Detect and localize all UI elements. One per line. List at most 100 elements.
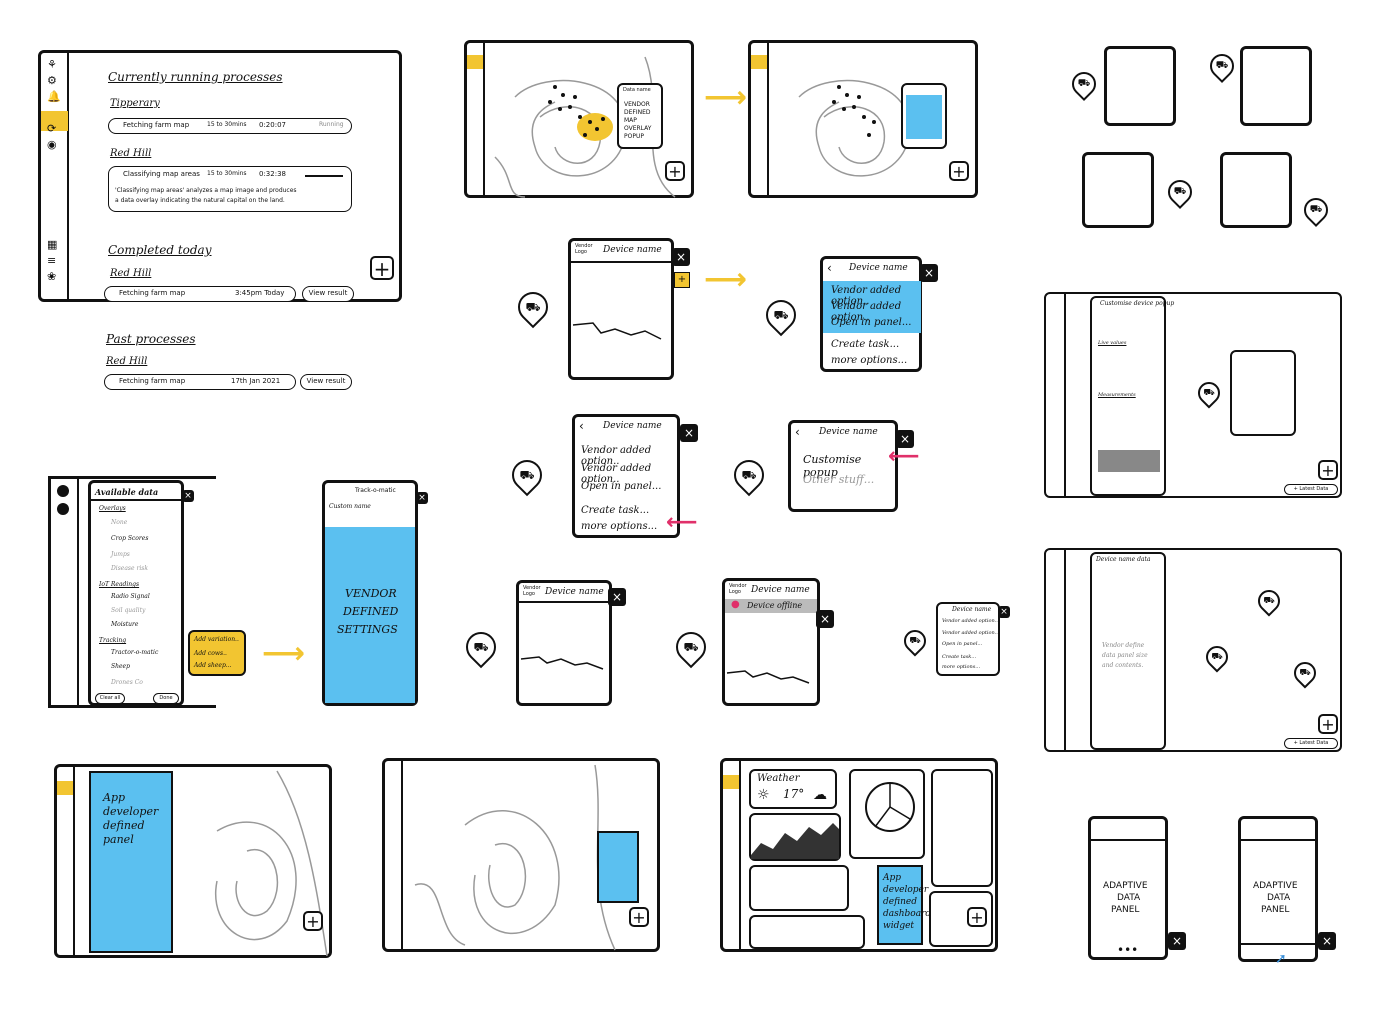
avail-item-3[interactable]: Jumps [111,551,130,558]
view-result-1[interactable]: View result [302,286,354,302]
map1-plus[interactable]: + [665,161,685,181]
avail-track-3[interactable]: Drones Co [111,679,143,686]
device-pin-7[interactable]: ⛟ [899,625,931,657]
device-data-pin-1[interactable]: ⛟ [1253,585,1285,617]
adaptive1-close[interactable]: × [1168,932,1186,950]
list-widget[interactable] [931,769,993,887]
process-row-4[interactable]: Fetching farm map 17th Jan 2021 [104,374,296,390]
popup3-back-icon[interactable]: ‹ [579,419,584,433]
sidebar-active-item[interactable] [41,111,68,131]
view-result-2[interactable]: View result [300,374,352,390]
device-data-pin-2[interactable]: ⛟ [1201,641,1233,673]
popup2-menu-1[interactable]: Vendor added option.. [831,285,902,307]
popup3-close[interactable]: × [680,424,698,442]
popup4-customise[interactable]: Customise popup [803,453,862,479]
available-data-panel[interactable]: Available data Overlays None Crop Scores… [88,480,184,706]
device-data-plus[interactable]: + [1318,714,1338,734]
popup2-menu-5[interactable]: more options... [831,355,908,366]
popup3-menu-4[interactable]: Create task... [581,505,650,516]
device-pin-4[interactable]: ⛟ [727,453,771,497]
popup4-back-icon[interactable]: ‹ [795,425,800,439]
map1-popup[interactable]: Data name VENDOR DEFINED MAP OVERLAY POP… [617,83,663,149]
map2-plus[interactable]: + [949,161,969,181]
app-developer-panel[interactable] [89,771,173,953]
popup7-menu-1[interactable]: Vendor added option.. [942,618,998,624]
yellow-menu-1[interactable]: Add variation.. [194,636,239,643]
process-row-1[interactable]: Fetching farm map 15 to 30mins 0:20:07 R… [108,118,352,134]
device-popup-2[interactable]: ‹ Device name Vendor added option.. Vend… [820,256,922,372]
popup7-menu-4[interactable]: Create task... [942,654,977,660]
popup7-close[interactable]: × [998,606,1010,618]
customise-latest[interactable]: + Latest Data [1284,484,1338,495]
avail-iot-2[interactable]: Soil quality [111,607,146,614]
device-popup-3[interactable]: ‹ Device name Vendor added option.. Vend… [572,414,680,538]
app-panel-plus[interactable]: + [303,911,323,931]
chart-widget[interactable] [749,813,841,861]
device-popup-4[interactable]: ‹ Device name Customise popup Other stuf… [788,420,898,512]
device-data-latest[interactable]: + Latest Data [1284,738,1338,749]
map3-popup[interactable] [597,831,639,903]
popup3-menu-3[interactable]: Open in panel... [581,481,662,492]
bar-widget[interactable] [749,865,849,911]
avail-done-button[interactable]: Done [153,693,179,704]
yellow-menu-2[interactable]: Add cows.. [194,650,227,657]
device-data-panel[interactable]: Device name data Vendor define data pane… [1090,552,1166,750]
map1-active-icon[interactable] [467,55,483,69]
device-popup-5[interactable]: Vendor Logo Device name [516,580,612,706]
popup7-menu-3[interactable]: Open in panel... [942,641,983,647]
device-popup-7[interactable]: Device name Vendor added option.. Vendor… [936,602,1000,676]
avail-iot-1[interactable]: Radio Signal [111,593,150,600]
adaptive2-close[interactable]: × [1318,932,1336,950]
avail-track-2[interactable]: Sheep [111,663,130,670]
popup7-menu-2[interactable]: Vendor added option.. [942,630,998,636]
dash-active[interactable] [723,775,739,789]
avail-item-2[interactable]: Crop Scores [111,535,149,542]
popup1-add-tag[interactable]: + [674,272,690,288]
popup2-menu-4[interactable]: Create task... [831,339,900,350]
popup3-menu-1[interactable]: Vendor added option.. [581,445,652,467]
avail-item-4[interactable]: Disease risk [111,565,148,572]
device-pin-6[interactable]: ⛟ [669,625,713,669]
app-panel-active[interactable] [57,781,73,795]
popup2-back-icon[interactable]: ‹ [827,261,832,275]
customise-panel[interactable]: Customise device popup Live values Measu… [1090,296,1174,496]
customise-plus[interactable]: + [1318,460,1338,480]
device-pin-1[interactable]: ⛟ [511,285,555,329]
popup5-close[interactable]: × [608,588,626,606]
dash-plus[interactable]: + [967,907,987,927]
popup3-menu-5[interactable]: more options... [581,521,658,532]
adaptive-panel-2[interactable]: ADAPTIVE DATA PANEL ➚ [1238,816,1318,967]
map3-plus[interactable]: + [629,907,649,927]
device-pin-5[interactable]: ⛟ [459,625,503,669]
popup7-menu-5[interactable]: more options... [942,664,981,670]
device-pin-2[interactable]: ⛟ [759,293,803,337]
popup4-close[interactable]: × [896,430,914,448]
avail-clear-button[interactable]: Clear all [95,693,125,704]
process-row-3[interactable]: Fetching farm map 3:45pm Today [104,286,296,302]
avail-item-1[interactable]: None [111,519,128,526]
avail-iot-3[interactable]: Moisture [111,621,139,628]
device-popup-6[interactable]: Vendor Logo Device name ● Device offline [722,578,820,706]
adaptive-panel-1[interactable]: ADAPTIVE DATA PANEL ••• [1088,816,1168,960]
popup4-other[interactable]: Other stuff... [803,473,875,486]
close-button[interactable]: × [672,248,690,266]
process-row-2[interactable]: Classifying map areas 15 to 30mins 0:32:… [108,166,352,212]
adaptive1-dots[interactable]: ••• [1117,943,1139,957]
popup3-menu-2[interactable]: Vendor added option.. [581,463,652,485]
vendor-settings-panel[interactable]: Track-o-matic Custom name VENDOR DEFINED… [322,480,418,706]
map2-active-icon[interactable] [751,55,767,69]
device-popup-1[interactable]: Vendor Logo Device name [568,238,674,380]
popup2-close[interactable]: × [920,264,938,282]
popup2-menu-3[interactable]: Open in panel... [831,317,912,328]
add-process-button[interactable]: + [370,256,394,280]
avail-track-1[interactable]: Tractor-o-matic [111,649,159,656]
settings-close[interactable]: × [416,492,428,504]
pie-widget[interactable] [849,769,925,859]
table-widget[interactable] [749,915,865,949]
yellow-menu-3[interactable]: Add sheep... [194,662,232,669]
popup2-menu-2[interactable]: Vendor added option.. [831,301,902,323]
avail-close[interactable]: × [182,490,194,502]
device-data-pin-3[interactable]: ⛟ [1289,657,1321,689]
avail-yellow-menu[interactable]: Add variation.. Add cows.. Add sheep... [188,630,246,676]
map2-popup[interactable] [901,83,947,149]
